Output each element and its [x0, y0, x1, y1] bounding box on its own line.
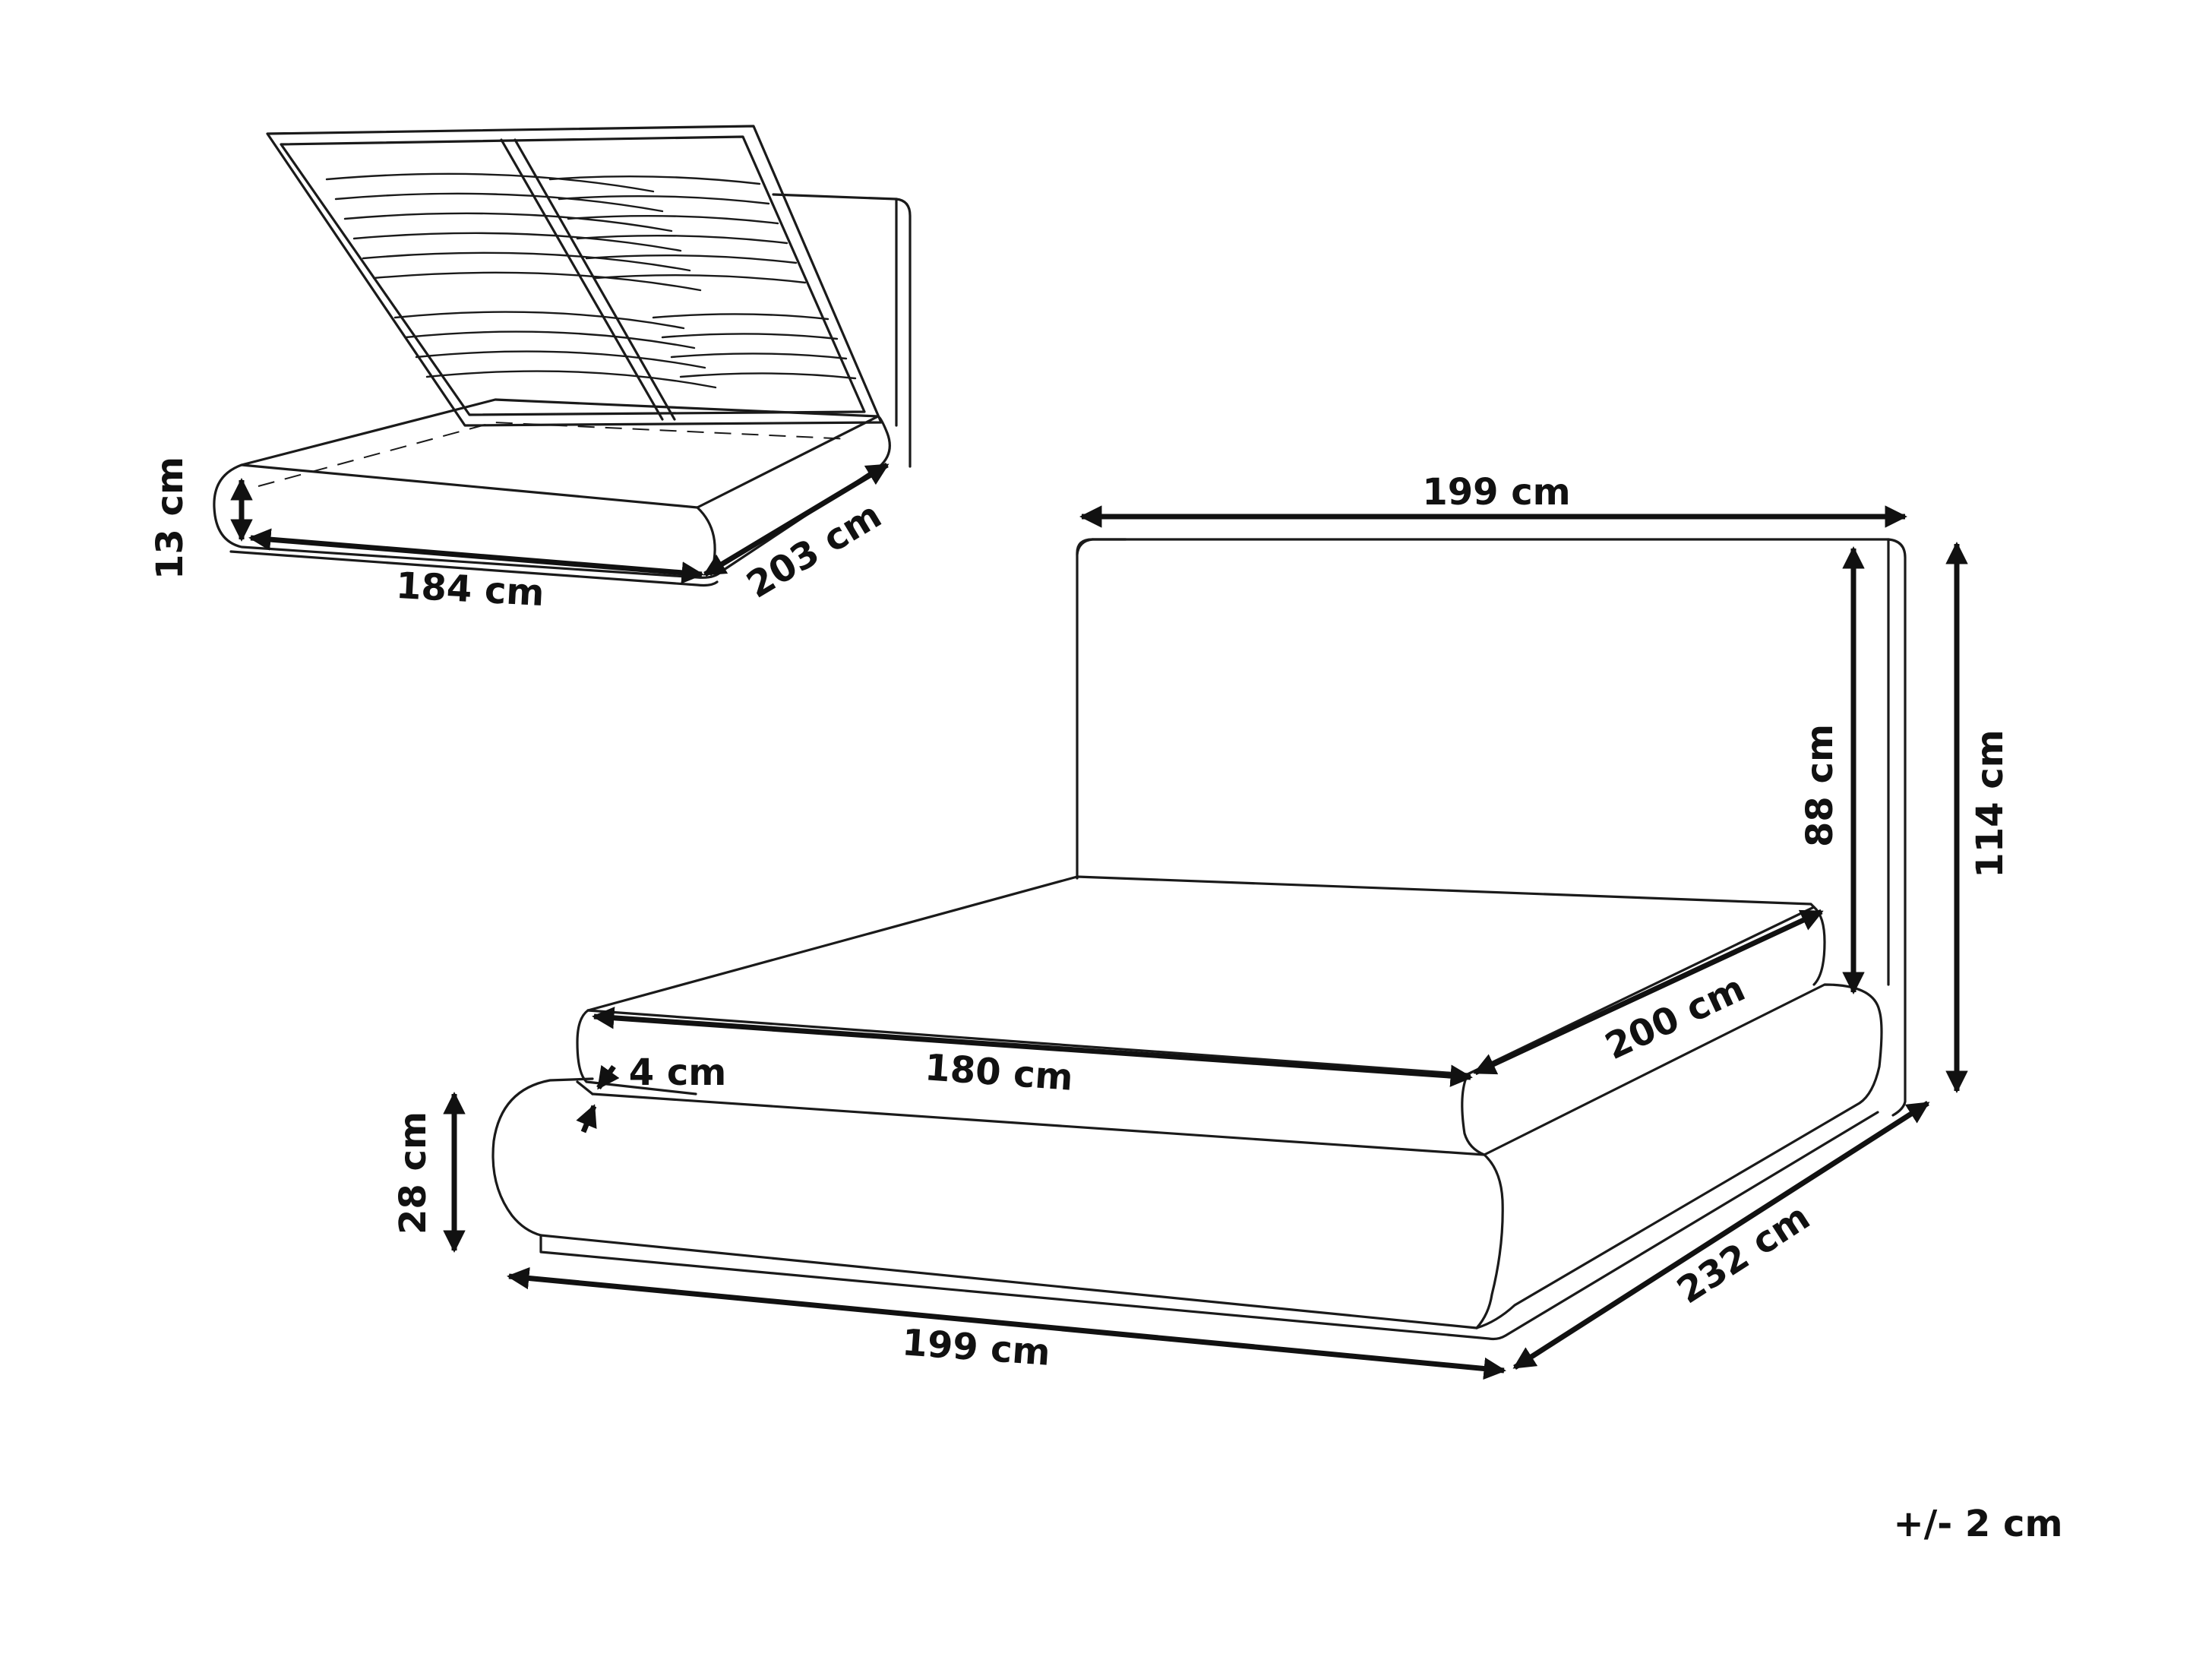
mattress-width-arrow	[592, 1007, 1473, 1087]
frame-lip-arrow-bottom	[576, 1104, 597, 1133]
total-height-label: 114 cm	[1969, 729, 2011, 877]
tolerance-note: +/- 2 cm	[1894, 1503, 2063, 1545]
mattress-width-label: 180 cm	[924, 1046, 1075, 1099]
storage-length-arrow	[703, 462, 890, 577]
frame-lip-arrow-top	[596, 1064, 620, 1090]
storage-dimension-lines	[230, 462, 890, 584]
frame-height-label: 28 cm	[392, 1111, 434, 1235]
total-width-label: 199 cm	[901, 1321, 1052, 1374]
bed-illustration	[491, 538, 1907, 1341]
storage-height-label: 13 cm	[149, 457, 191, 580]
frame-lip-label: 4 cm	[629, 1051, 727, 1094]
storage-width-label: 184 cm	[395, 564, 545, 615]
mattress-length-arrow	[1473, 909, 1824, 1076]
total-length-arrow	[1512, 1101, 1930, 1370]
bed-dimension-lines	[443, 505, 1968, 1380]
total-width-arrow	[507, 1266, 1506, 1380]
headboard-height-label: 88 cm	[1799, 724, 1841, 847]
storage-width-arrow	[248, 528, 704, 584]
headboard-width-label: 199 cm	[1422, 471, 1570, 514]
storage-bed-illustration	[213, 125, 912, 587]
